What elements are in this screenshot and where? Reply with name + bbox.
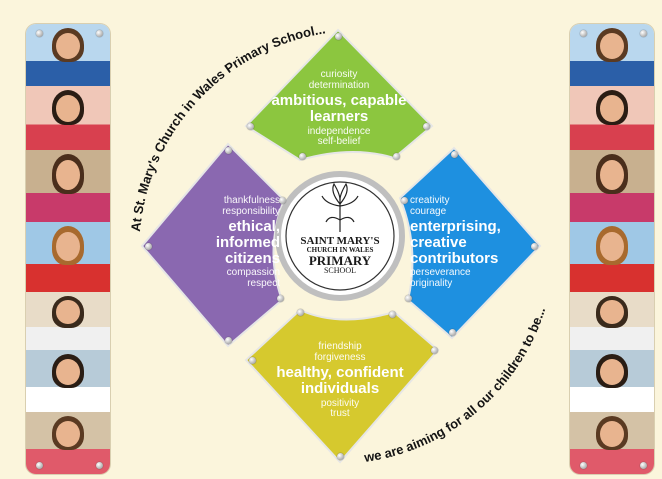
- right-value-2: courage: [410, 205, 447, 217]
- left-panel-shape: [140, 142, 286, 348]
- bolt-icon: [277, 295, 284, 302]
- child-photo: [26, 222, 110, 292]
- bolt-icon: [393, 153, 400, 160]
- bottom-value-4: trust: [330, 408, 350, 419]
- lily-icon: [321, 182, 359, 232]
- child-photo: [26, 86, 110, 150]
- bolt-icon: [640, 462, 647, 469]
- child-photo: [570, 150, 654, 222]
- child-photo: [570, 350, 654, 412]
- face-shape: [600, 160, 624, 191]
- left-panel-text: thankfulness responsibility ethical,info…: [176, 195, 280, 289]
- logo-line-2: CHURCH IN WALES: [306, 246, 374, 254]
- top-value-2: determination: [308, 79, 370, 91]
- bottom-value-1: friendship: [318, 341, 362, 352]
- bolt-icon: [249, 357, 256, 364]
- bolt-icon: [299, 153, 306, 160]
- bolt-icon: [337, 453, 344, 460]
- school-logo: SAINT MARY'S CHURCH IN WALES PRIMARY SCH…: [290, 236, 390, 275]
- bolt-icon: [279, 197, 286, 204]
- face-shape: [600, 32, 624, 59]
- bottom-value-3: positivity: [320, 397, 360, 409]
- bolt-icon: [401, 197, 408, 204]
- right-value-4: originality: [410, 277, 453, 289]
- child-photo: [26, 350, 110, 412]
- face-shape: [600, 94, 624, 122]
- top-value-1: curiosity: [320, 69, 358, 80]
- face-shape: [56, 358, 80, 385]
- right-panel-text: creativity courage enterprising,creative…: [410, 195, 522, 289]
- bottom-panel-shape: [244, 308, 440, 464]
- face-shape: [56, 94, 80, 122]
- left-value-2: responsibility: [222, 205, 280, 217]
- right-value-1: creativity: [410, 195, 450, 206]
- left-value-1: thankfulness: [223, 195, 280, 206]
- child-photo: [26, 150, 110, 222]
- bolt-icon: [431, 347, 438, 354]
- bottom-panel-text: friendship forgiveness healthy, confiden…: [270, 341, 410, 420]
- bolt-icon: [580, 462, 587, 469]
- bolt-icon: [531, 243, 538, 250]
- bolt-icon: [449, 329, 456, 336]
- logo-line-3: PRIMARY: [308, 253, 372, 268]
- bolt-icon: [225, 337, 232, 344]
- left-value-4: respect: [247, 277, 280, 289]
- bottom-value-2: forgiveness: [314, 351, 366, 363]
- face-shape: [600, 231, 624, 262]
- bolt-icon: [451, 151, 458, 158]
- bolt-icon: [580, 30, 587, 37]
- face-shape: [600, 300, 624, 325]
- face-shape: [56, 160, 80, 191]
- face-shape: [600, 420, 624, 447]
- right-photo-strip: [570, 24, 654, 474]
- logo-line-4: SCHOOL: [323, 266, 356, 275]
- bolt-icon: [389, 311, 396, 318]
- bolt-icon: [405, 295, 412, 302]
- right-panel-shape: [398, 146, 542, 340]
- face-shape: [56, 420, 80, 447]
- bolt-icon: [96, 30, 103, 37]
- left-value-3: compassion: [226, 267, 280, 279]
- bolt-icon: [297, 309, 304, 316]
- face-shape: [56, 32, 80, 59]
- child-photo: [570, 222, 654, 292]
- bolt-icon: [423, 123, 430, 130]
- right-value-3: perseverance: [410, 267, 471, 279]
- left-photo-strip: [26, 24, 110, 474]
- top-value-3: independence: [307, 125, 371, 137]
- bolt-icon: [145, 243, 152, 250]
- bolt-icon: [247, 123, 254, 130]
- top-value-4: self-belief: [317, 136, 361, 147]
- face-shape: [56, 231, 80, 262]
- bolt-icon: [225, 147, 232, 154]
- logo-line-1: SAINT MARY'S: [300, 235, 380, 247]
- face-shape: [600, 358, 624, 385]
- face-shape: [56, 300, 80, 325]
- bolt-icon: [96, 462, 103, 469]
- bolt-icon: [36, 462, 43, 469]
- child-photo: [570, 86, 654, 150]
- bolt-icon: [36, 30, 43, 37]
- child-photo: [570, 292, 654, 350]
- bolt-icon: [335, 33, 342, 40]
- top-panel-text: curiosity determination ambitious, capab…: [268, 69, 410, 148]
- child-photo: [26, 292, 110, 350]
- bolt-icon: [640, 30, 647, 37]
